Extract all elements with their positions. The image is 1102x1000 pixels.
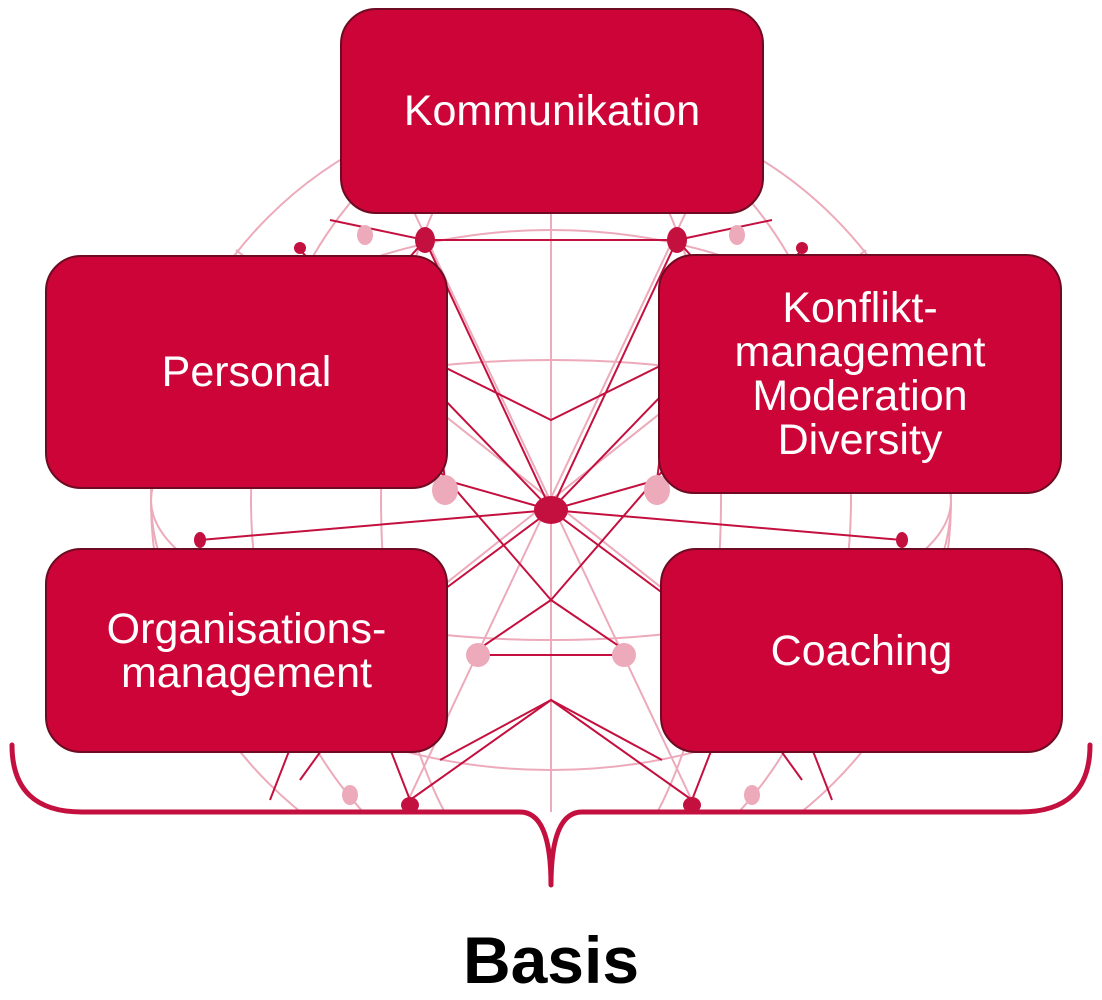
- basis-label: Basis: [462, 923, 640, 997]
- organisationsmanagement-box: Organisations- management: [45, 548, 448, 753]
- konfliktmanagement-box: Konflikt- management Moderation Diversit…: [658, 254, 1062, 494]
- coaching-label: Coaching: [770, 626, 953, 675]
- coaching-box: Coaching: [660, 548, 1063, 753]
- personal-label: Personal: [161, 348, 332, 396]
- curly-brace-icon: [9, 742, 1093, 888]
- kommunikation-box: Kommunikation: [340, 8, 764, 214]
- organisationsmanagement-label: Organisations- management: [106, 604, 387, 697]
- network-sphere-icon: [150, 99, 952, 901]
- kommunikation-label: Kommunikation: [403, 87, 701, 135]
- personal-box: Personal: [45, 255, 448, 489]
- konfliktmanagement-label: Konflikt- management Moderation Diversit…: [734, 284, 986, 464]
